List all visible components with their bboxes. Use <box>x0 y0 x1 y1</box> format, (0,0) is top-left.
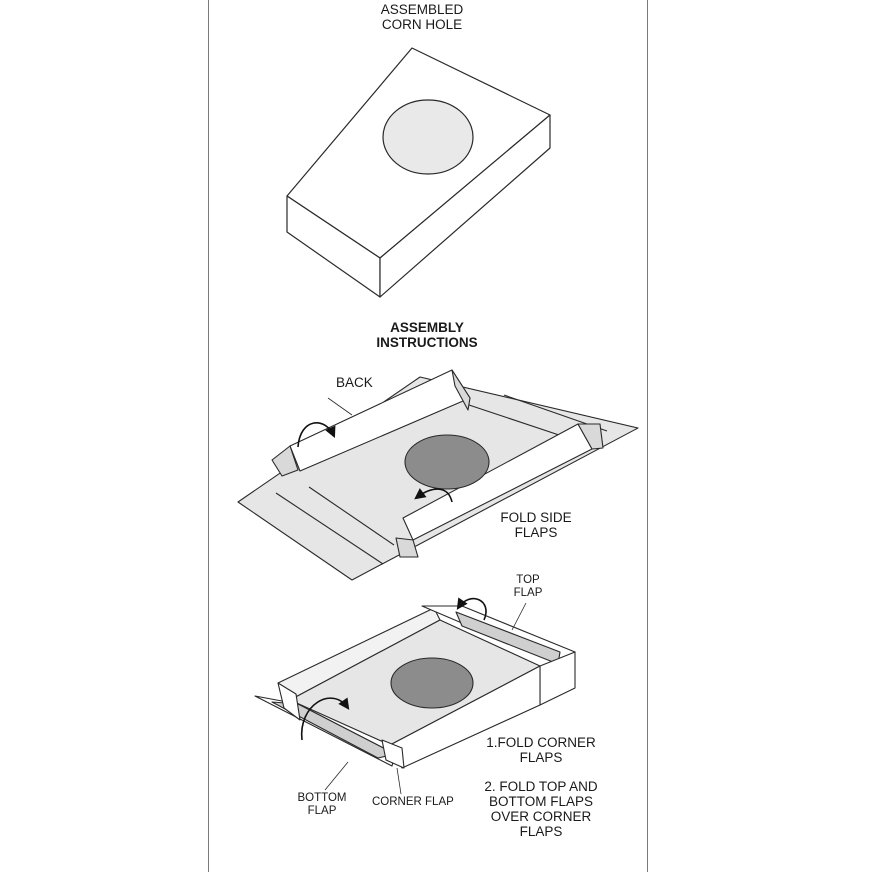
top-flap-line1: TOP <box>516 574 540 586</box>
instructions-title: ASSEMBLY INSTRUCTIONS <box>360 320 494 350</box>
left-corner-flap <box>277 682 301 721</box>
back-corner-flap <box>271 445 299 477</box>
bottom-flap-arrow <box>301 697 350 741</box>
front-corner-flap <box>395 537 419 558</box>
tray-hole <box>390 657 474 709</box>
instruction1-line2: FLAPS <box>519 750 563 766</box>
box-side-face <box>379 114 551 298</box>
instruction2-line3: OVER CORNER <box>490 809 592 825</box>
instructions-title-line1: ASSEMBLY <box>390 320 464 335</box>
instruction2-line1: 2. FOLD TOP AND <box>484 779 598 794</box>
bottom-flap-label: BOTTOM FLAP <box>290 792 354 818</box>
bottom-flap-line2: FLAP <box>307 804 337 817</box>
instruction1-label: 1.FOLD CORNER FLAPS <box>474 735 608 765</box>
top-flap-leader <box>511 602 527 631</box>
instructions-title-line2: INSTRUCTIONS <box>376 335 478 351</box>
instruction2-line2: BOTTOM FLAPS <box>488 794 594 810</box>
bottom-flap-leader <box>324 761 349 791</box>
back-label: BACK <box>336 375 373 390</box>
back-label-text: BACK <box>336 375 373 390</box>
front-side-flap-edge <box>577 423 604 450</box>
back-fold-arrow <box>297 422 336 448</box>
assembled-title-line2: CORN HOLE <box>381 17 463 33</box>
flat-board-hole <box>404 434 490 490</box>
corner-flap-label: CORNER FLAP <box>372 796 454 809</box>
top-flap-label: TOP FLAP <box>506 574 550 600</box>
top-flap-arrow <box>456 597 487 621</box>
assembled-title-line1: ASSEMBLED <box>380 2 464 17</box>
top-flap-line2: FLAP <box>513 586 543 599</box>
front-fold-arrow <box>414 488 453 503</box>
assembled-box <box>286 47 551 298</box>
back-side-flap-edge <box>451 369 471 411</box>
instruction-panel <box>208 0 648 872</box>
flat-board <box>237 369 639 581</box>
instruction2-line4: FLAPS <box>519 824 563 840</box>
fold-side-line2: FLAPS <box>514 525 558 541</box>
fold-side-flaps-label: FOLD SIDE FLAPS <box>488 510 584 540</box>
front-corner-flap-2 <box>381 739 405 769</box>
corner-flap-text: CORNER FLAP <box>372 796 454 808</box>
bottom-flap-line1: BOTTOM <box>297 792 347 804</box>
tray <box>254 605 576 769</box>
instruction1-line1: 1.FOLD CORNER <box>486 735 596 750</box>
assembled-title: ASSEMBLED CORN HOLE <box>364 2 480 32</box>
tray-right-wall <box>539 651 576 706</box>
fold-side-line1: FOLD SIDE <box>500 510 572 525</box>
corner-flap-leader <box>396 767 402 795</box>
instruction2-label: 2. FOLD TOP AND BOTTOM FLAPS OVER CORNER… <box>474 779 608 839</box>
box-hole <box>382 99 474 175</box>
